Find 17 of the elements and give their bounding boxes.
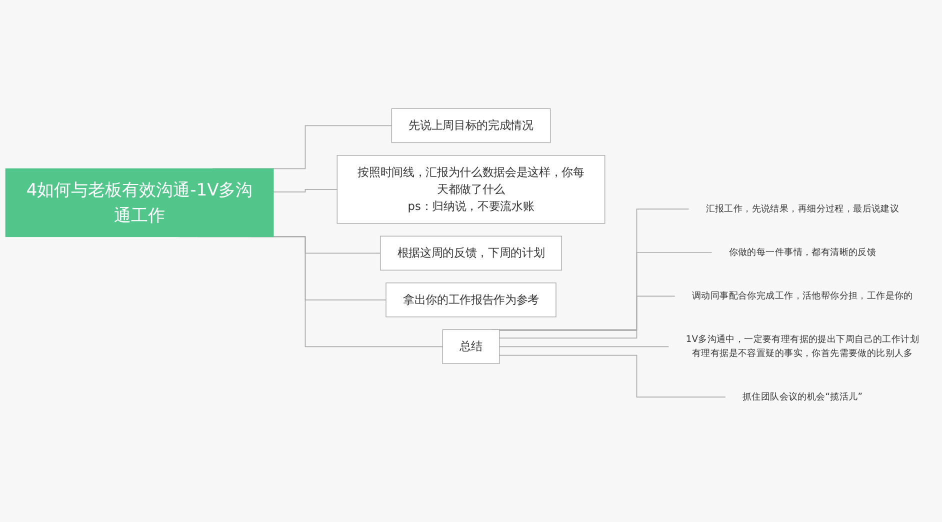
node-box: 按照时间线，汇报为什么数据会是这样，你每天都做了什么 ps：归纳说，不要流水账 [336, 155, 606, 224]
node-text: 汇报工作，先说结果，再细分过程，最后说建议 [706, 204, 900, 215]
node-text: 抓住团队会议的机会“揽活儿” [742, 392, 862, 403]
node-box: 4如何与老板有效沟通-1V多沟通工作 [5, 168, 274, 238]
connector [498, 252, 712, 332]
node-text: 1V多沟通中，一定要有理有据的提出下周自己的工作计划有理有据是不容置疑的事实，你首先需要做的比别人多 [686, 334, 920, 360]
connector [491, 209, 690, 330]
node-box: 总结 [442, 330, 500, 364]
connector [498, 346, 670, 348]
node-box: 先说上周目标的完成情况 [391, 108, 551, 144]
connector [498, 355, 726, 398]
node-box: 根据这周的反馈，下周的计划 [380, 236, 562, 271]
connector [272, 189, 338, 193]
node-text: 你做的每一件事情，都有清晰的反馈 [728, 248, 876, 258]
node-text: 调动同事配合你完成工作，活他帮你分担，工作是你的 [692, 291, 913, 302]
connector [498, 296, 676, 339]
node-box: 拿出你的工作报告作为参考 [386, 282, 556, 318]
